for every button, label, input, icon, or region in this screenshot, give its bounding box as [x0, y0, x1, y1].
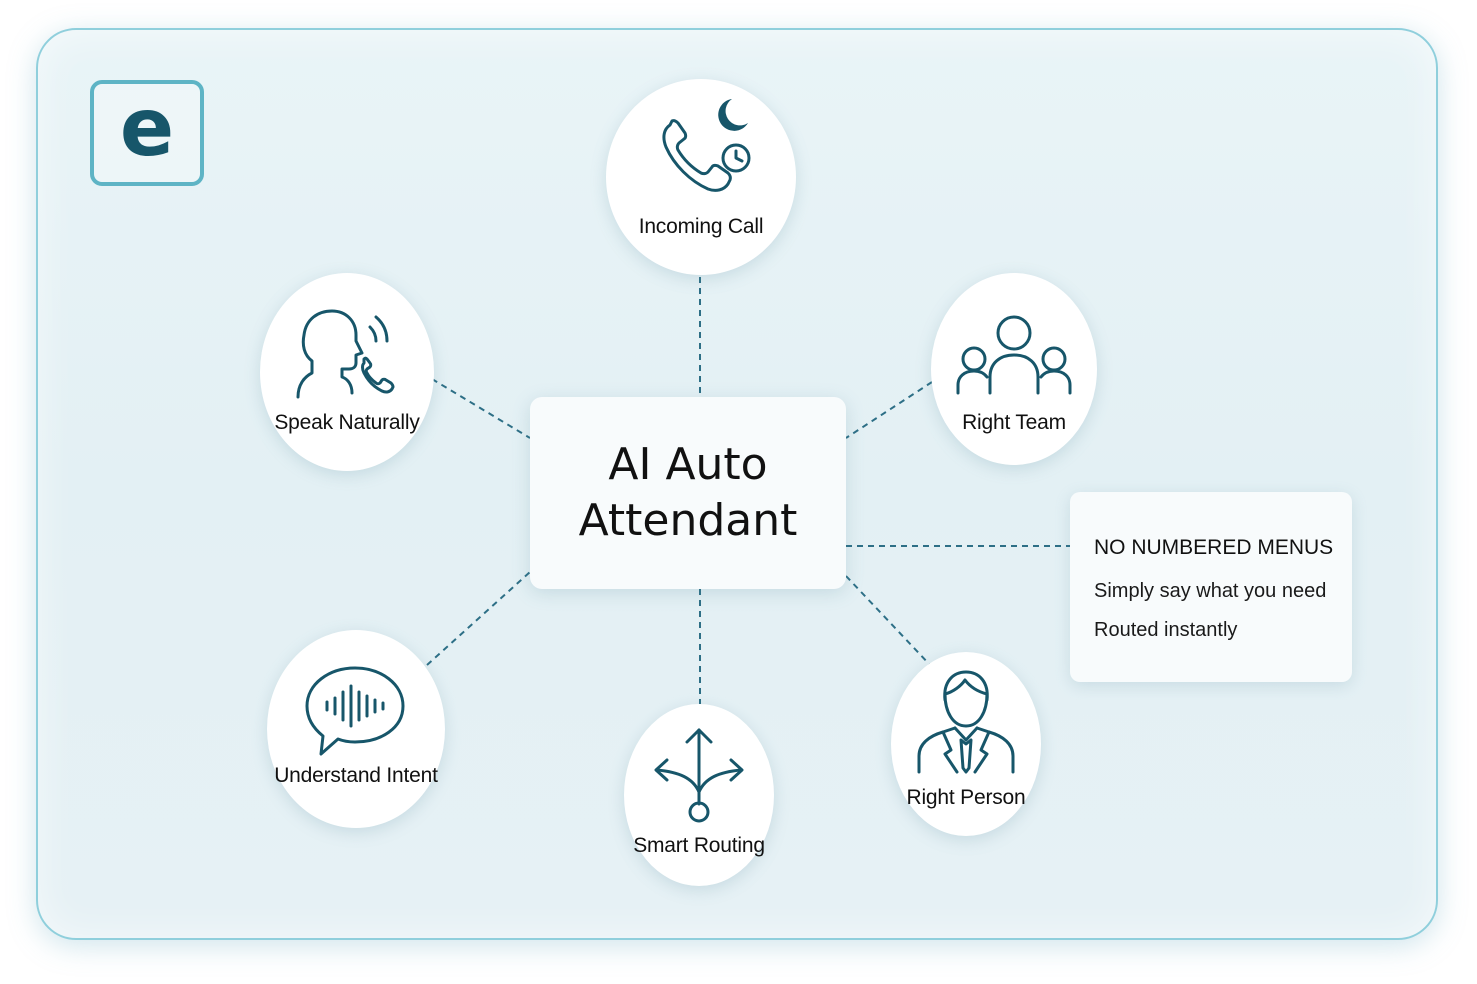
- info-line-1: Simply say what you need: [1094, 580, 1327, 602]
- logo: e: [90, 80, 204, 186]
- node-label-incoming-call: Incoming Call: [638, 215, 764, 238]
- node-right-person: Right Person: [891, 652, 1041, 836]
- node-label-right-team: Right Team: [962, 411, 1066, 434]
- node-smart-routing: Smart Routing: [624, 704, 774, 886]
- hub-ai-auto-attendant: AI Auto Attendant: [530, 397, 846, 589]
- person-tie-icon: [917, 670, 1015, 774]
- node-label-speak-naturally: Speak Naturally: [274, 411, 420, 434]
- speaking-head-icon: [296, 309, 395, 399]
- node-incoming-call: Incoming Call: [606, 79, 796, 275]
- node-understand-intent: Understand Intent: [267, 630, 445, 828]
- hub-title-line-2: Attendant: [578, 495, 798, 546]
- team-icon: [956, 315, 1072, 395]
- node-label-right-person: Right Person: [906, 786, 1026, 809]
- node-speak-naturally: Speak Naturally: [260, 273, 434, 471]
- routing-arrows-icon: [654, 728, 744, 823]
- logo-letter: e: [119, 81, 175, 174]
- hub-title-line-1: AI Auto: [608, 439, 768, 490]
- phone-moon-clock-icon: [662, 99, 751, 192]
- info-title: NO NUMBERED MENUS: [1094, 536, 1334, 559]
- info-line-2: Routed instantly: [1094, 619, 1238, 641]
- speech-waveform-icon: [305, 666, 405, 756]
- info-box: NO NUMBERED MENUS Simply say what you ne…: [1070, 492, 1352, 682]
- node-right-team: Right Team: [931, 273, 1097, 465]
- node-label-smart-routing: Smart Routing: [633, 834, 765, 857]
- node-label-understand-intent: Understand Intent: [274, 764, 438, 787]
